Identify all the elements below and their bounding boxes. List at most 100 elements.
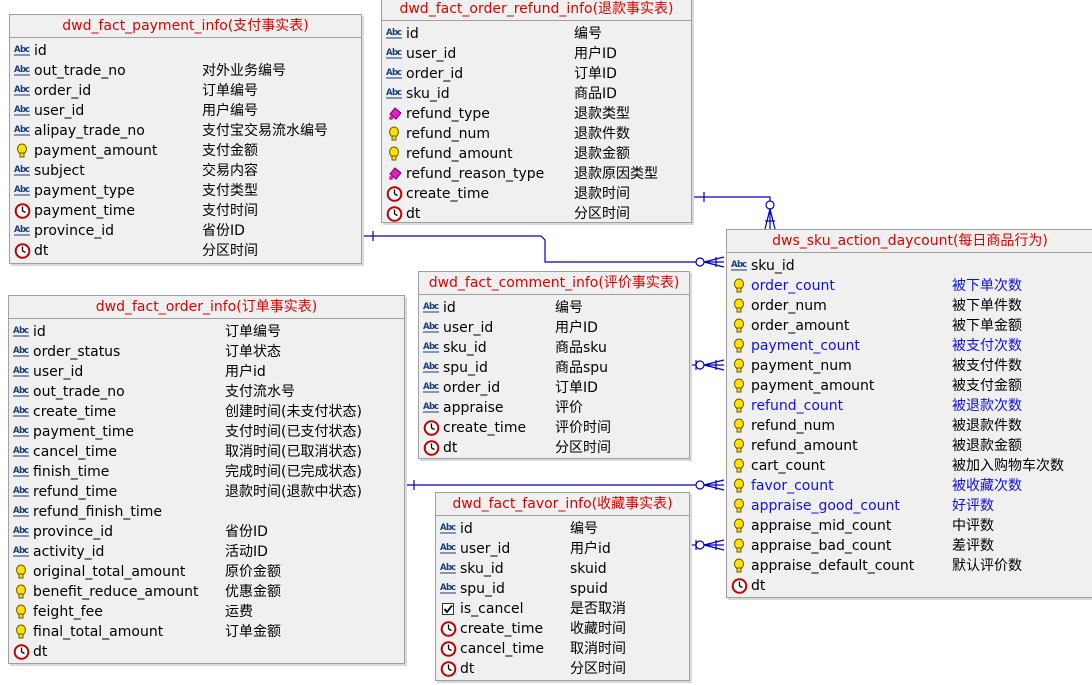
datetime-type-icon — [440, 621, 457, 637]
column-row[interactable]: dt — [9, 642, 404, 662]
svg-text:b: b — [429, 302, 435, 312]
column-name: spu_id — [443, 360, 488, 376]
column-row[interactable]: dt — [727, 576, 1092, 596]
svg-text:b: b — [19, 346, 25, 356]
link-comment-daycount-many — [703, 359, 725, 366]
column-comment: 被下单次数 — [952, 278, 1022, 294]
numeric-type-icon — [13, 584, 30, 600]
svg-text:A: A — [14, 85, 21, 95]
svg-text:c: c — [24, 386, 29, 396]
svg-text:b: b — [20, 185, 26, 195]
svg-text:b: b — [19, 446, 25, 456]
svg-text:c: c — [451, 523, 456, 533]
column-name: user_id — [460, 541, 511, 557]
column-comment: 评价 — [555, 400, 583, 416]
svg-text:c: c — [25, 185, 30, 195]
svg-text:c: c — [397, 88, 402, 98]
column-comment: 被退款件数 — [952, 418, 1022, 434]
numeric-type-icon — [731, 518, 748, 534]
svg-text:A: A — [423, 382, 430, 392]
svg-text:b: b — [392, 28, 398, 38]
